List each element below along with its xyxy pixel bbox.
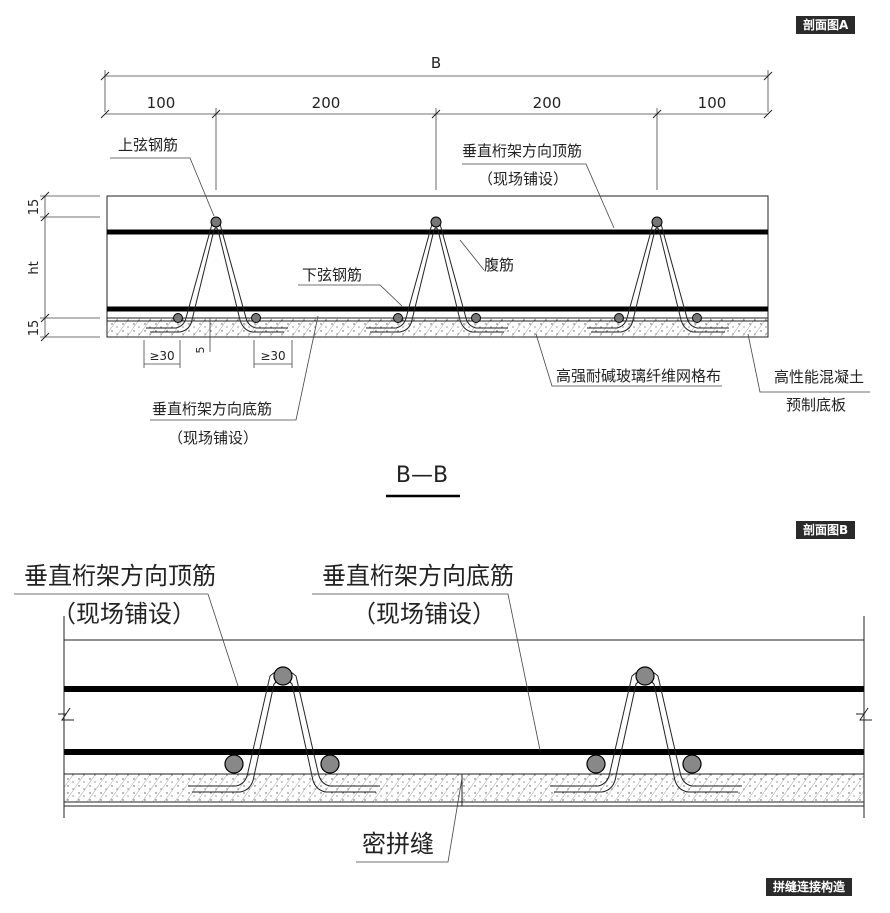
lap-30-right: ≥30 (260, 349, 285, 363)
label-bottom-bar-note-b: （现场铺设） (352, 600, 496, 628)
tag-section-b: 剖面图B (796, 521, 856, 539)
dim-5-lower: 5 (194, 347, 207, 354)
label-top-bar-note-b: （现场铺设） (52, 600, 196, 628)
label-joint: 密拼缝 (362, 830, 434, 858)
label-bottom-bar-b: 垂直桁架方向底筋 (322, 562, 514, 590)
section-title: B—B (396, 463, 448, 488)
segment-dimensions: 100 200 200 100 (100, 94, 773, 190)
label-top-chord: 上弦钢筋 (118, 136, 178, 154)
leader-lines-b (14, 593, 541, 863)
section-a: B 100 200 200 100 (27, 54, 870, 498)
label-bottom-chord: 下弦钢筋 (302, 266, 362, 284)
dim-ht: ht (27, 261, 42, 274)
label-concrete-1: 高性能混凝土 (774, 368, 864, 386)
truss-b-left (188, 666, 380, 793)
label-concrete-2: 预制底板 (786, 396, 846, 414)
label-top-bar-note-a: （现场铺设） (478, 170, 568, 188)
tag-section-a: 剖面图A (796, 16, 856, 34)
dim-15-top: 15 (27, 199, 42, 216)
label-top-bar-b: 垂直桁架方向顶筋 (24, 562, 216, 590)
dim-100-right: 100 (698, 94, 727, 112)
dim-15-bottom: 15 (27, 320, 42, 337)
truss-2 (366, 216, 508, 333)
leader-lines-a (110, 157, 870, 421)
truss-3 (587, 216, 729, 333)
dim-b-label: B (431, 54, 441, 72)
dim-100-left: 100 (147, 94, 176, 112)
label-bottom-bar-note-a: （现场铺设） (168, 429, 258, 447)
dim-200-right: 200 (533, 94, 562, 112)
lap-dimensions: ≥30 ≥30 5 (143, 318, 293, 368)
label-web-bar: 腹筋 (484, 256, 514, 274)
overall-dimension: B (100, 54, 773, 112)
tag-joint: 拼缝连接构造 (766, 878, 853, 896)
truss-b-right (550, 666, 742, 793)
label-mesh: 高强耐碱玻璃纤维网格布 (556, 367, 721, 385)
dim-200-left: 200 (312, 94, 341, 112)
section-b: 垂直桁架方向顶筋 （现场铺设） 垂直桁架方向底筋 （现场铺设） 密拼缝 (14, 562, 872, 863)
lap-30-left: ≥30 (149, 349, 174, 363)
truss-1 (146, 216, 288, 333)
label-top-bar-a: 垂直桁架方向顶筋 (462, 142, 582, 160)
thickness-dimensions: 15 ht 15 (27, 191, 100, 342)
label-bottom-bar-a: 垂直桁架方向底筋 (152, 400, 272, 418)
